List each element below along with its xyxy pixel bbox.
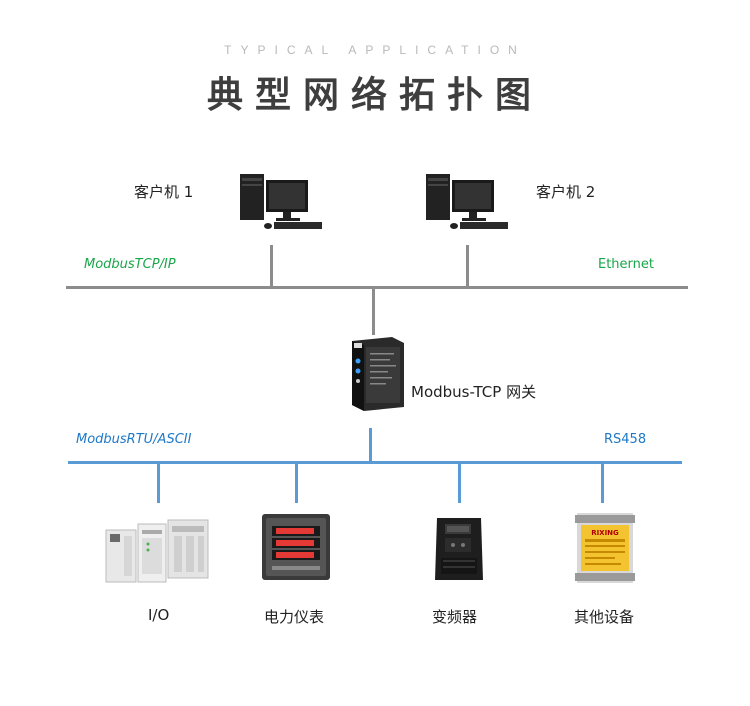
meter-drop-line — [295, 463, 298, 503]
client-2-label: 客户机 2 — [536, 183, 596, 201]
client-2-drop-line — [466, 245, 469, 287]
inverter-icon — [435, 518, 483, 580]
serial-bus-line — [68, 461, 682, 464]
inverter-drop-line — [458, 463, 461, 503]
relay-module-icon: RIXING — [575, 513, 635, 583]
power-meter-icon — [262, 514, 330, 580]
device-label-power-meter: 电力仪表 — [264, 608, 325, 626]
client-1-drop-line — [270, 245, 273, 287]
io-drop-line — [157, 463, 160, 503]
ethernet-bus-line — [66, 286, 688, 289]
gateway-label: Modbus-TCP 网关 — [411, 383, 537, 401]
client-computer-2-icon — [426, 174, 508, 229]
device-label-io: I/O — [148, 606, 170, 624]
page-subtitle: TYPICAL APPLICATION — [224, 43, 526, 57]
ethernet-protocol-label: Ethernet — [598, 257, 654, 272]
io-module-icon — [105, 519, 209, 583]
client-1-label: 客户机 1 — [134, 183, 194, 201]
modbus-tcp-protocol-label: ModbusTCP/IP — [84, 257, 176, 272]
relay-brand-text: RIXING — [591, 529, 619, 537]
page-title: 典型网络拓扑图 — [206, 75, 543, 116]
modbus-rtu-protocol-label: ModbusRTU/ASCII — [76, 432, 192, 447]
device-label-inverter: 变频器 — [432, 608, 478, 626]
device-label-other: 其他设备 — [574, 608, 635, 626]
other-drop-line — [601, 463, 604, 503]
gateway-device-icon — [352, 337, 404, 411]
rs458-protocol-label: RS458 — [604, 432, 647, 447]
gateway-uplink-line — [372, 287, 375, 335]
gateway-downlink-line — [369, 428, 372, 462]
client-computer-1-icon — [240, 174, 322, 229]
